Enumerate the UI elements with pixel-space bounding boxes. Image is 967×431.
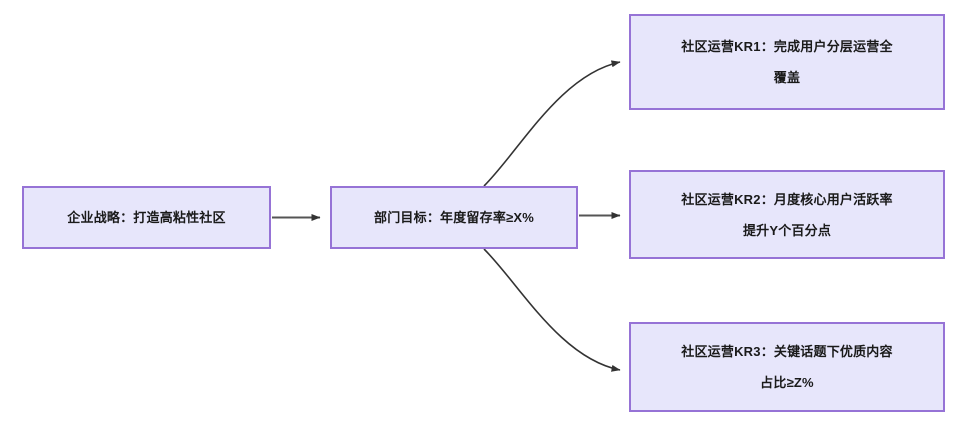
- node-kr1[interactable]: 社区运营KR1：完成用户分层运营全 覆盖: [629, 14, 945, 110]
- node-label: 社区运营KR2：月度核心用户活跃率 提升Y个百分点: [681, 191, 893, 238]
- node-label: 社区运营KR1：完成用户分层运营全 覆盖: [681, 39, 893, 85]
- node-kr3[interactable]: 社区运营KR3：关键话题下优质内容 占比≥Z%: [629, 322, 945, 412]
- node-department-goal[interactable]: 部门目标：年度留存率≥X%: [330, 186, 578, 249]
- node-label: 社区运营KR3：关键话题下优质内容 占比≥Z%: [681, 344, 893, 390]
- edge-dept-goal-to-kr3: [483, 248, 621, 372]
- edge-dept-goal-to-kr1: [483, 60, 621, 187]
- node-enterprise-strategy[interactable]: 企业战略：打造高粘性社区: [22, 186, 271, 249]
- node-label: 部门目标：年度留存率≥X%: [374, 210, 534, 225]
- node-kr2[interactable]: 社区运营KR2：月度核心用户活跃率 提升Y个百分点: [629, 170, 945, 259]
- node-label: 企业战略：打造高粘性社区: [67, 210, 226, 225]
